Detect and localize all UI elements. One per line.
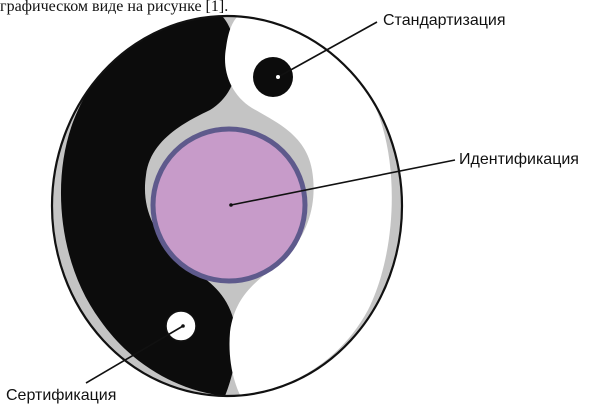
identification-leader-dot <box>229 203 233 207</box>
certification-label: Сертификация <box>6 387 116 405</box>
certification-dot <box>166 311 196 341</box>
identification-circle <box>153 129 305 281</box>
standardization-leader-dot <box>276 75 280 79</box>
identification-label: Идентификация <box>459 151 579 169</box>
standardization-dot <box>253 57 293 97</box>
standardization-label: Стандартизация <box>383 12 505 30</box>
certification-leader-dot <box>181 324 185 328</box>
